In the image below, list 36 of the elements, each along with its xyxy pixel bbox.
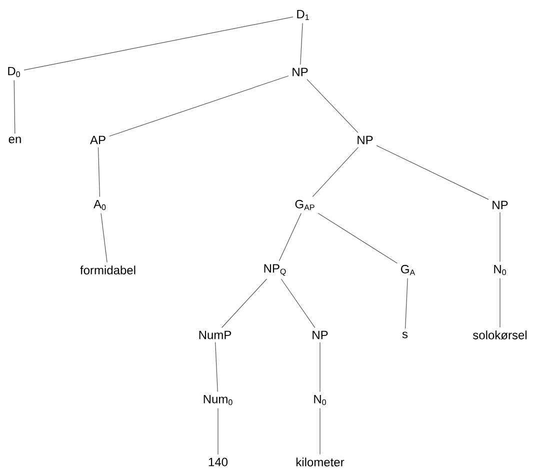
branch-line bbox=[24, 16, 294, 70]
branch-line bbox=[108, 76, 289, 137]
branch-line bbox=[376, 145, 489, 200]
tree-label: Num$_{0}$ bbox=[204, 394, 232, 406]
tree-label: s bbox=[402, 332, 408, 338]
tree-label: D$_{0}$ bbox=[8, 66, 20, 78]
tree-label: NP bbox=[358, 136, 373, 144]
branch-line bbox=[14, 80, 16, 134]
branch-line bbox=[280, 278, 316, 328]
branch-line bbox=[405, 278, 408, 329]
tree-label: NP bbox=[292, 68, 308, 76]
branch-line bbox=[318, 212, 398, 264]
tree-label: G$_{A}$ bbox=[401, 264, 416, 276]
branch-line bbox=[222, 278, 268, 328]
tree-label: en bbox=[8, 136, 21, 144]
branch-line bbox=[306, 79, 358, 133]
branch-line bbox=[312, 147, 359, 198]
tree-label: 140 bbox=[208, 458, 228, 466]
tree-label: formidabel bbox=[80, 266, 136, 274]
tree-label: AP bbox=[90, 136, 106, 144]
tree-label: G$_{AP}$ bbox=[295, 200, 314, 210]
tree-label: solokørsel bbox=[473, 330, 527, 340]
branch-line bbox=[100, 212, 108, 263]
tree-label: D$_{1}$ bbox=[297, 10, 309, 20]
branch-line bbox=[215, 342, 218, 392]
branch-line bbox=[300, 22, 303, 65]
tree-label: NP bbox=[312, 330, 328, 340]
branch-line bbox=[98, 147, 100, 198]
branch-line bbox=[278, 212, 302, 262]
tree-label: N$_{0}$ bbox=[314, 394, 326, 406]
tree-label: A$_{0}$ bbox=[94, 200, 106, 210]
tree-label: kilometer bbox=[296, 458, 344, 466]
tree-label: N$_{0}$ bbox=[494, 264, 506, 276]
tree-label: NP$_{Q}$ bbox=[264, 264, 286, 276]
tree-label: NumP bbox=[199, 330, 232, 340]
tree-label: NP bbox=[492, 200, 508, 210]
